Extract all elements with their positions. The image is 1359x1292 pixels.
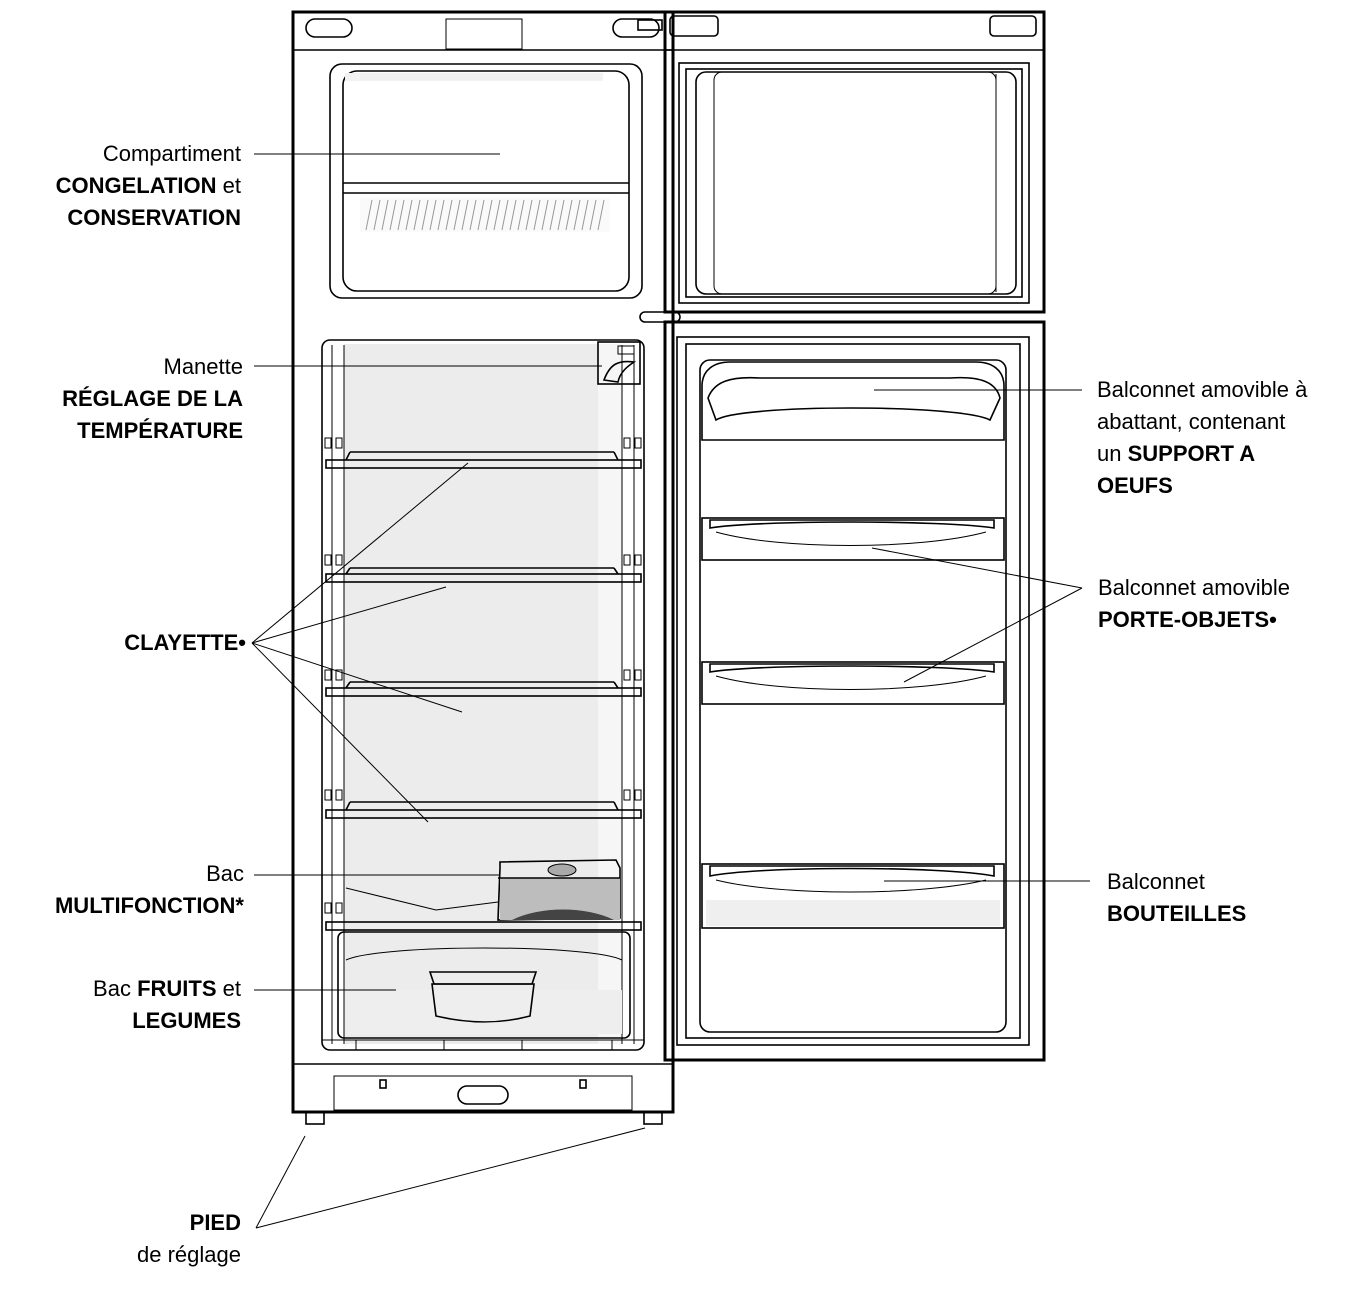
- plinth: [293, 1063, 673, 1111]
- door-balcony-2: [701, 661, 1005, 705]
- label-bottle-balcony: Balconnet BOUTEILLES: [1107, 869, 1247, 926]
- shelves: [325, 451, 642, 819]
- thermostat-knob: [597, 341, 641, 385]
- fridge-compartment: [321, 339, 645, 1051]
- label-crisper: Bac FRUITS et LEGUMES: [93, 976, 241, 1033]
- multifunction-box: [345, 859, 621, 921]
- adjustable-feet: [305, 1111, 663, 1125]
- label-door-balcony: Balconnet amovible PORTE-OBJETS•: [1098, 575, 1291, 632]
- label-shelf: CLAYETTE•: [124, 630, 246, 655]
- crisper-drawer: [337, 931, 631, 1039]
- door-hinge: [639, 311, 681, 323]
- label-adjustable-feet: PIED de réglage: [137, 1210, 241, 1267]
- fridge-door: [663, 320, 1046, 1062]
- label-egg-balcony: Balconnet amovible à abattant, contenant…: [1097, 377, 1308, 498]
- label-freezer-compartment: Compartiment CONGELATION et CONSERVATION: [55, 141, 241, 230]
- freezer-door: [663, 10, 1046, 314]
- egg-balcony: [701, 361, 1005, 441]
- door-balcony-1: [701, 517, 1005, 561]
- cabinet: [291, 10, 675, 1125]
- label-thermostat: Manette RÉGLAGE DE LA TEMPÉRATURE: [62, 354, 243, 443]
- bottle-balcony: [701, 863, 1005, 929]
- label-multifunction-box: Bac MULTIFONCTION*: [54, 861, 244, 918]
- leader-lines: [251, 153, 1090, 1229]
- freezer-compartment: [329, 63, 643, 299]
